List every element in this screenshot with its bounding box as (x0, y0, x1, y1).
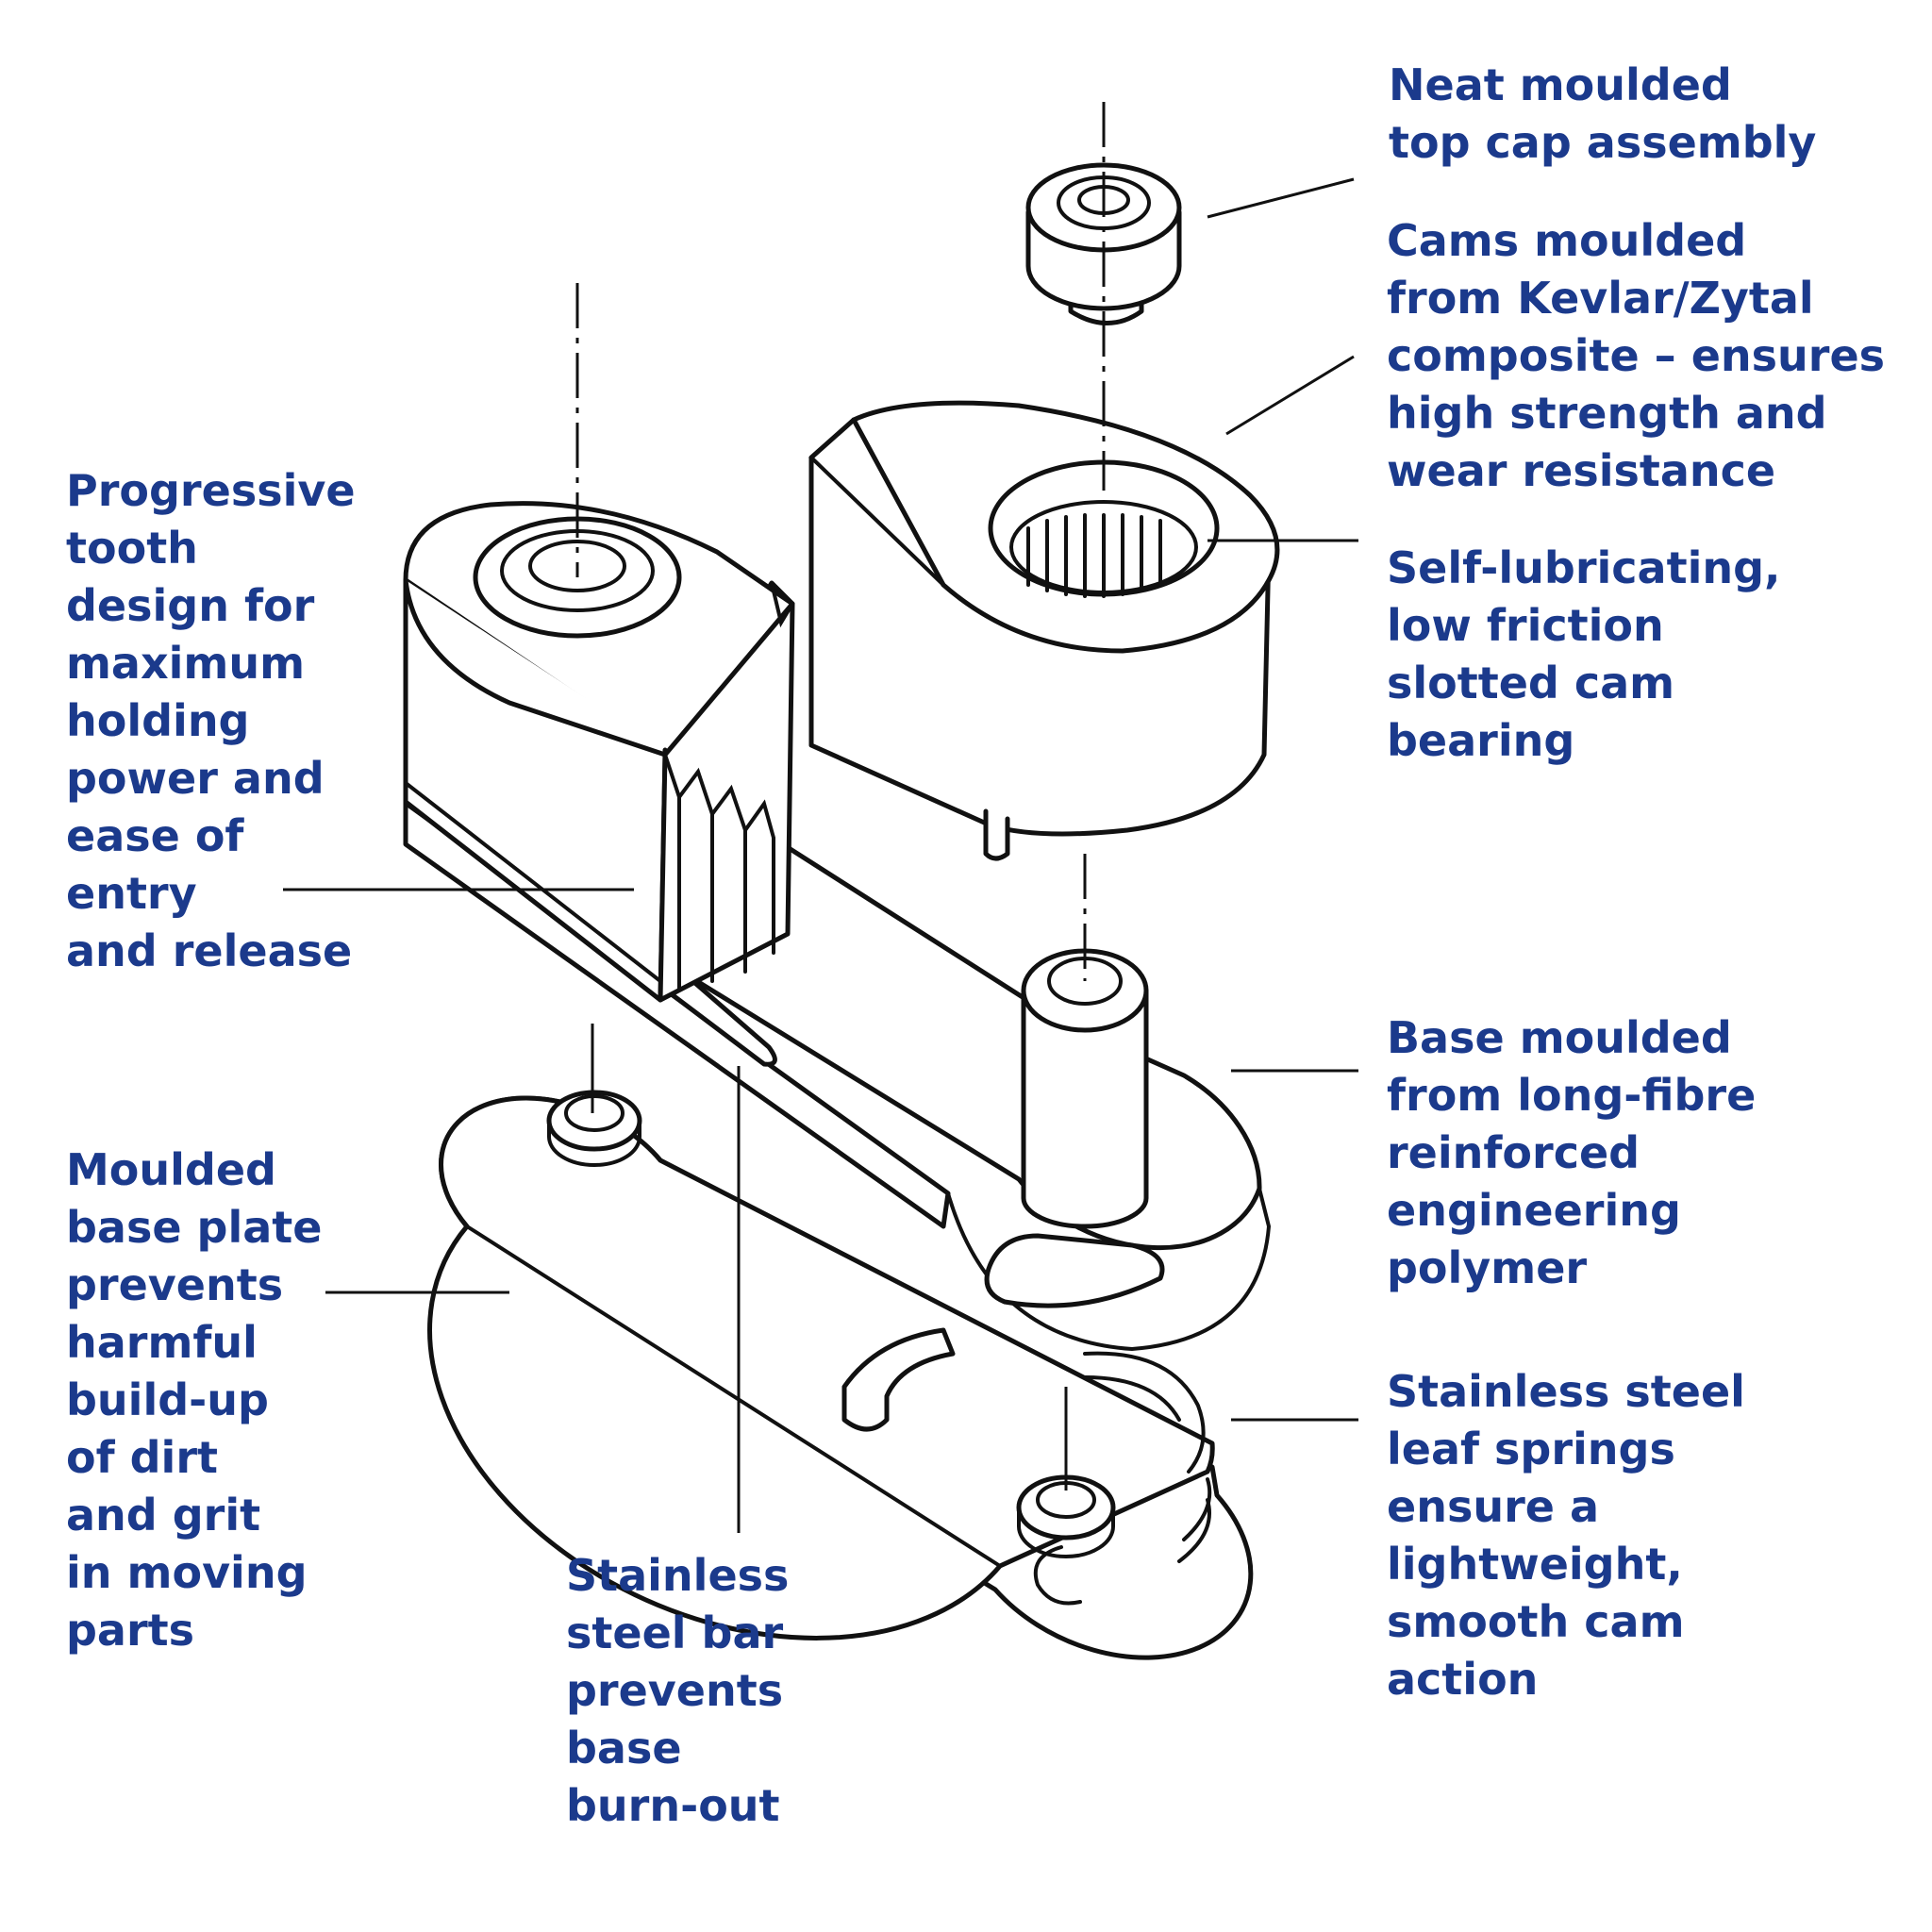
leader-cams (1225, 355, 1355, 436)
base-plate-hole-left (546, 1090, 642, 1152)
cam-post (1021, 948, 1149, 1229)
callout-springs: Stainless steel leaf springs ensure a li… (1387, 1366, 1745, 1705)
left-cam (403, 501, 795, 1003)
callout-top-cap: Neat moulded top cap assembly (1389, 59, 1817, 168)
callout-steel-bar: Stainless steel bar prevents base burn-o… (566, 1550, 790, 1831)
callout-base: Base moulded from long-fibre reinforced … (1387, 1012, 1757, 1293)
moulded-base-plate (426, 1090, 1254, 1660)
callout-bearing: Self-lubricating, low friction slotted c… (1387, 542, 1781, 766)
cam-teeth (663, 581, 794, 991)
callout-base-plate: Moulded base plate prevents harmful buil… (66, 1144, 323, 1656)
callout-tooth: Progressive tooth design for maximum hol… (66, 465, 356, 976)
right-cam (808, 400, 1280, 861)
leader-top-cap (1207, 177, 1355, 219)
leaf-spring (841, 1327, 1206, 1474)
callout-cams: Cams moulded from Kevlar/Zytal composite… (1387, 215, 1886, 496)
